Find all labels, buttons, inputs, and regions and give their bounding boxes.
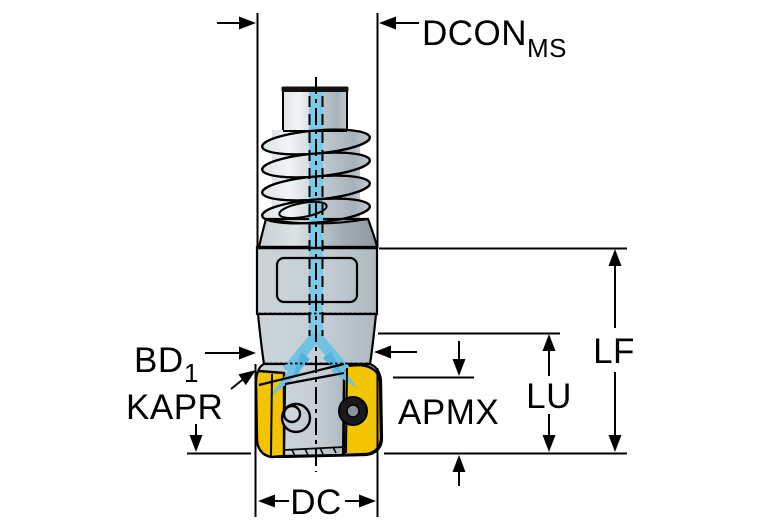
dimension-labels: DCON MS BD 1 KAPR APMX LU LF DC — [126, 14, 635, 522]
label-bd-subscript: 1 — [184, 358, 199, 388]
coolant-branch-left-tip — [268, 363, 301, 399]
insert-screw-left — [280, 402, 312, 434]
dimension-arrowheads — [189, 16, 622, 508]
insert-left — [254, 369, 286, 459]
label-dcon-subscript: MS — [527, 33, 567, 63]
thread-runout — [278, 200, 328, 220]
label-bd: BD — [134, 341, 184, 380]
label-kapr: KAPR — [126, 388, 223, 427]
cutting-edge-line — [258, 362, 345, 387]
label-dcon: DCON — [422, 14, 527, 53]
coolant-arrow-left — [292, 352, 310, 379]
label-lu: LU — [526, 377, 572, 416]
insert-screw-right — [338, 396, 368, 426]
centerline-group — [308, 77, 324, 472]
label-dc: DC — [290, 483, 342, 522]
dimension-lines — [187, 13, 627, 517]
label-apmx: APMX — [398, 393, 499, 432]
label-lf: LF — [593, 332, 635, 371]
coolant-arrow-right — [323, 351, 343, 376]
